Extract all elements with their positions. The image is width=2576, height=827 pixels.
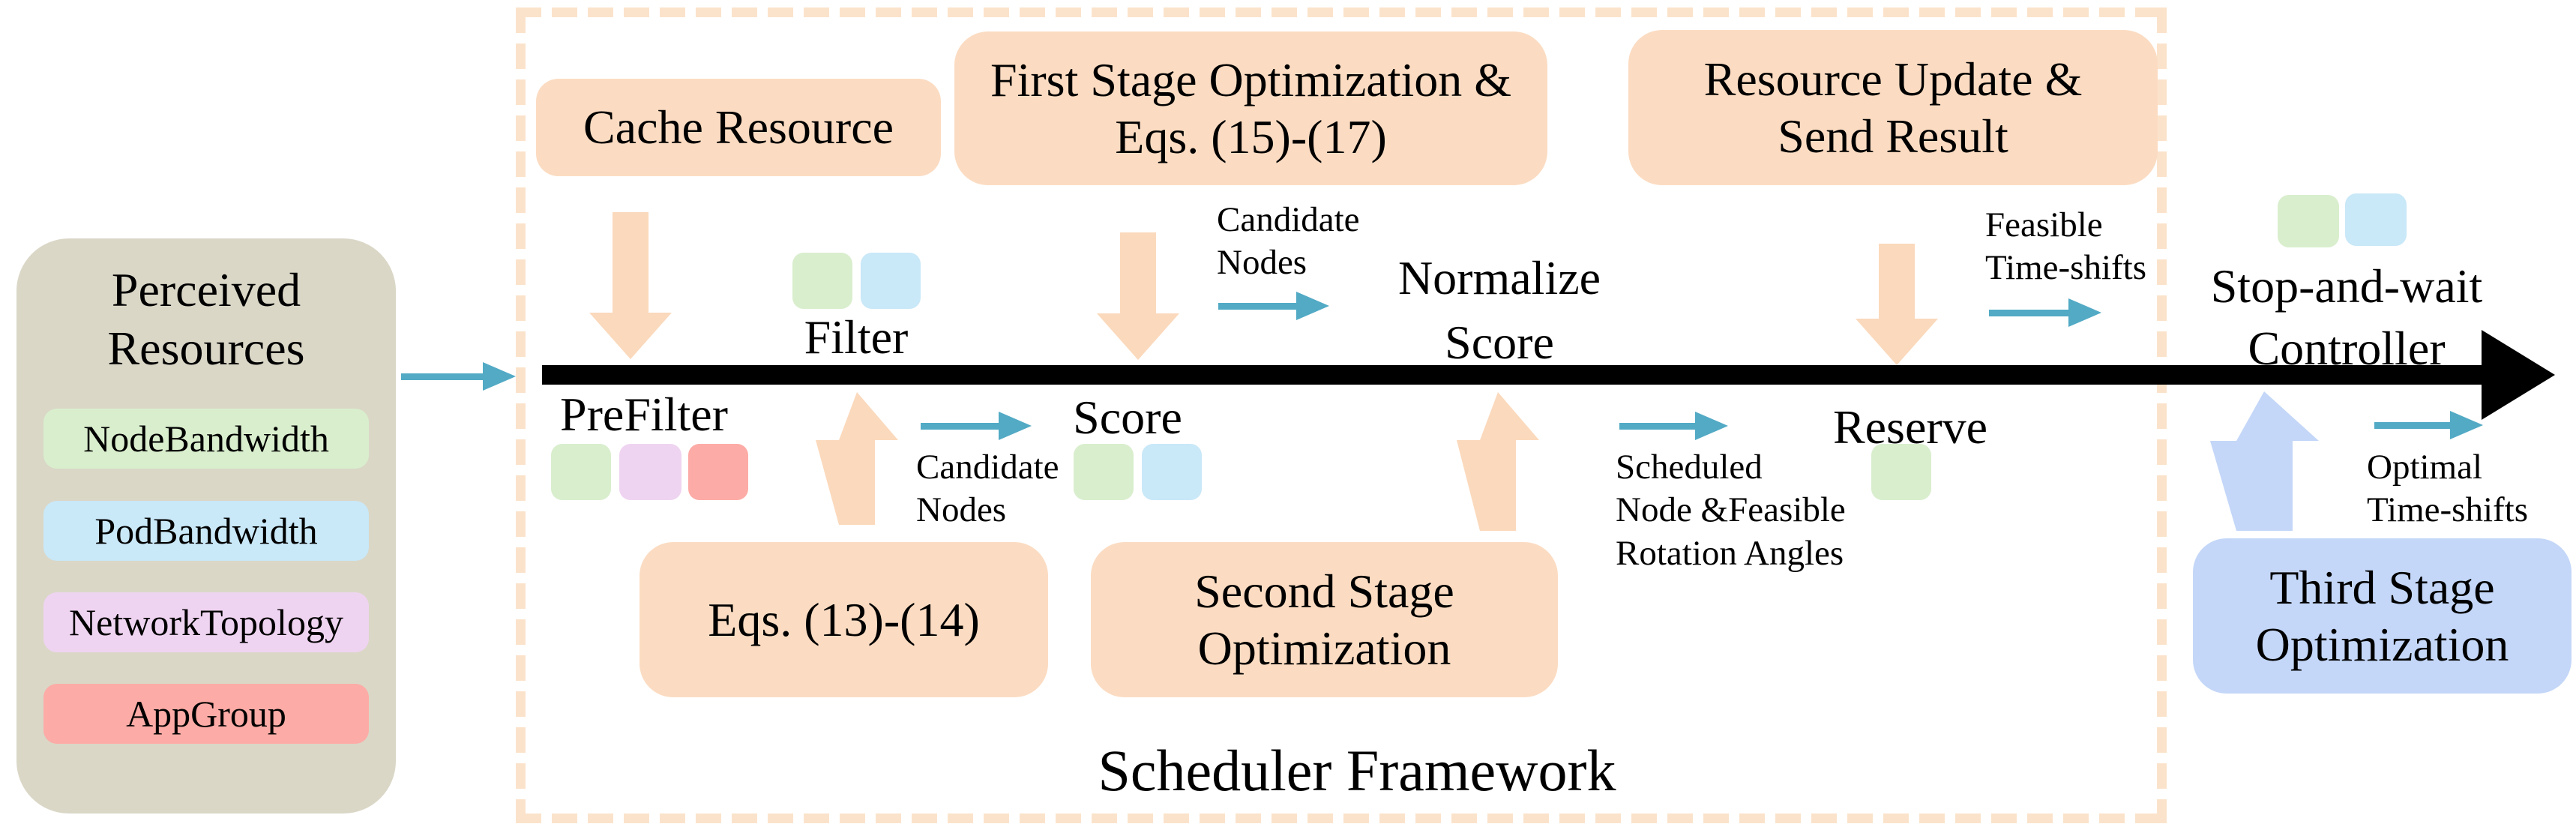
- candidate-nodes-above-label: Candidate Nodes: [1217, 199, 1360, 285]
- third-stage-line2: Optimization: [2255, 617, 2509, 671]
- stage-label-normalize-score: Normalize Score: [1398, 246, 1601, 376]
- cache-resource-label: Cache Resource: [583, 100, 894, 154]
- first-stage-down-arrow-icon: [1097, 232, 1179, 360]
- second-stage-line1: Second Stage: [1194, 564, 1454, 618]
- optimal-line2: Time-shifts: [2367, 490, 2529, 530]
- first-stage-line1: First Stage Optimization &: [990, 52, 1512, 106]
- eqs-13-14-box: Eqs. (13)-(14): [640, 542, 1048, 697]
- normalize-line2: Score: [1445, 316, 1554, 370]
- perceived-resources-title: Perceived Resources: [16, 261, 396, 378]
- perceived-title-line2: Resources: [107, 322, 305, 376]
- stage-label-score: Score: [1073, 391, 1182, 444]
- second-stage-line2: Optimization: [1197, 621, 1451, 675]
- resource-item-networktopology: NetworkTopology: [43, 592, 369, 652]
- candidate-nodes-below-label: Candidate Nodes: [916, 446, 1059, 532]
- normalize-line1: Normalize: [1397, 251, 1601, 304]
- second-stage-up-arrow-icon: [1457, 392, 1539, 531]
- third-stage-optimization-box: Third Stage Optimization: [2193, 538, 2572, 694]
- podbandwidth-chip-icon: [1142, 444, 1202, 500]
- nodebandwidth-chip-icon: [792, 253, 852, 309]
- candidate-below-line1: Candidate: [916, 448, 1059, 487]
- resource-update-down-arrow-icon: [1856, 244, 1938, 365]
- framework-title: Scheduler Framework: [1098, 738, 1616, 803]
- feasible-time-shifts-label: Feasible Time-shifts: [1985, 204, 2146, 290]
- framework-border-left: [516, 7, 526, 823]
- input-flow-arrow-icon: [401, 362, 516, 391]
- framework-border-bottom: [516, 814, 2167, 823]
- resource-item-appgroup: AppGroup: [43, 684, 369, 744]
- nodebandwidth-chip-icon: [2278, 195, 2339, 247]
- candidate-above-line2: Nodes: [1217, 243, 1307, 283]
- feasible-time-shifts-arrow-icon: [1989, 298, 2101, 327]
- first-stage-line2: Eqs. (15)-(17): [1115, 109, 1387, 163]
- controller-line1: Stop-and-wait: [2210, 259, 2483, 313]
- second-stage-optimization-box: Second Stage Optimization: [1091, 542, 1558, 697]
- resource-item-podbandwidth: PodBandwidth: [43, 501, 369, 561]
- appgroup-chip-icon: [688, 444, 748, 500]
- first-stage-optimization-box: First Stage Optimization & Eqs. (15)-(17…: [954, 31, 1547, 185]
- resource-item-nodebandwidth: NodeBandwidth: [43, 409, 369, 469]
- cache-down-arrow-icon: [589, 212, 672, 359]
- podbandwidth-chip-icon: [861, 253, 921, 309]
- feasible-line2: Time-shifts: [1985, 248, 2147, 288]
- third-stage-line1: Third Stage: [2269, 560, 2495, 614]
- perceived-resources-panel: Perceived Resources NodeBandwidth PodBan…: [16, 238, 396, 814]
- framework-border-top: [516, 7, 2167, 17]
- podbandwidth-chip-icon: [2345, 193, 2407, 246]
- scheduled-node-arrow-icon: [1619, 412, 1728, 440]
- stage-label-filter: Filter: [804, 310, 909, 364]
- candidate-above-line1: Candidate: [1217, 200, 1360, 239]
- timeline-arrow: [542, 330, 2555, 420]
- scheduled-node-label: Scheduled Node &Feasible Rotation Angles: [1616, 446, 1846, 575]
- candidate-below-line2: Nodes: [916, 490, 1007, 530]
- feasible-line1: Feasible: [1985, 205, 2103, 244]
- framework-border-right: [2157, 7, 2167, 823]
- resource-update-line1: Resource Update &: [1703, 52, 2083, 106]
- optimal-time-shifts-arrow-icon: [2374, 411, 2483, 439]
- resource-item-label: NodeBandwidth: [83, 418, 329, 460]
- networktopology-chip-icon: [619, 444, 681, 500]
- stage-label-prefilter: PreFilter: [560, 388, 728, 441]
- eqs-up-arrow-icon: [816, 392, 898, 525]
- resource-item-label: NetworkTopology: [69, 601, 343, 643]
- resource-item-label: AppGroup: [126, 693, 286, 735]
- resource-item-label: PodBandwidth: [94, 510, 318, 552]
- eqs-13-14-label: Eqs. (13)-(14): [708, 592, 980, 646]
- candidate-nodes-below-arrow-icon: [921, 412, 1032, 440]
- resource-update-box: Resource Update & Send Result: [1628, 30, 2158, 185]
- optimal-time-shifts-label: Optimal Time-shifts: [2367, 446, 2528, 532]
- scheduled-line2: Node &Feasible: [1616, 490, 1846, 530]
- scheduled-line3: Rotation Angles: [1616, 533, 1844, 573]
- optimal-line1: Optimal: [2367, 448, 2483, 487]
- resource-update-line2: Send Result: [1778, 109, 2008, 163]
- nodebandwidth-chip-icon: [1871, 444, 1931, 500]
- scheduled-line1: Scheduled: [1616, 448, 1763, 487]
- candidate-nodes-above-arrow-icon: [1218, 292, 1329, 320]
- cache-resource-box: Cache Resource: [536, 79, 941, 176]
- nodebandwidth-chip-icon: [1074, 444, 1134, 500]
- nodebandwidth-chip-icon: [551, 444, 611, 500]
- stop-and-wait-controller-label: Stop-and-wait Controller: [2211, 255, 2483, 379]
- third-stage-up-arrow-icon: [2210, 391, 2319, 531]
- perceived-title-line1: Perceived: [111, 263, 301, 316]
